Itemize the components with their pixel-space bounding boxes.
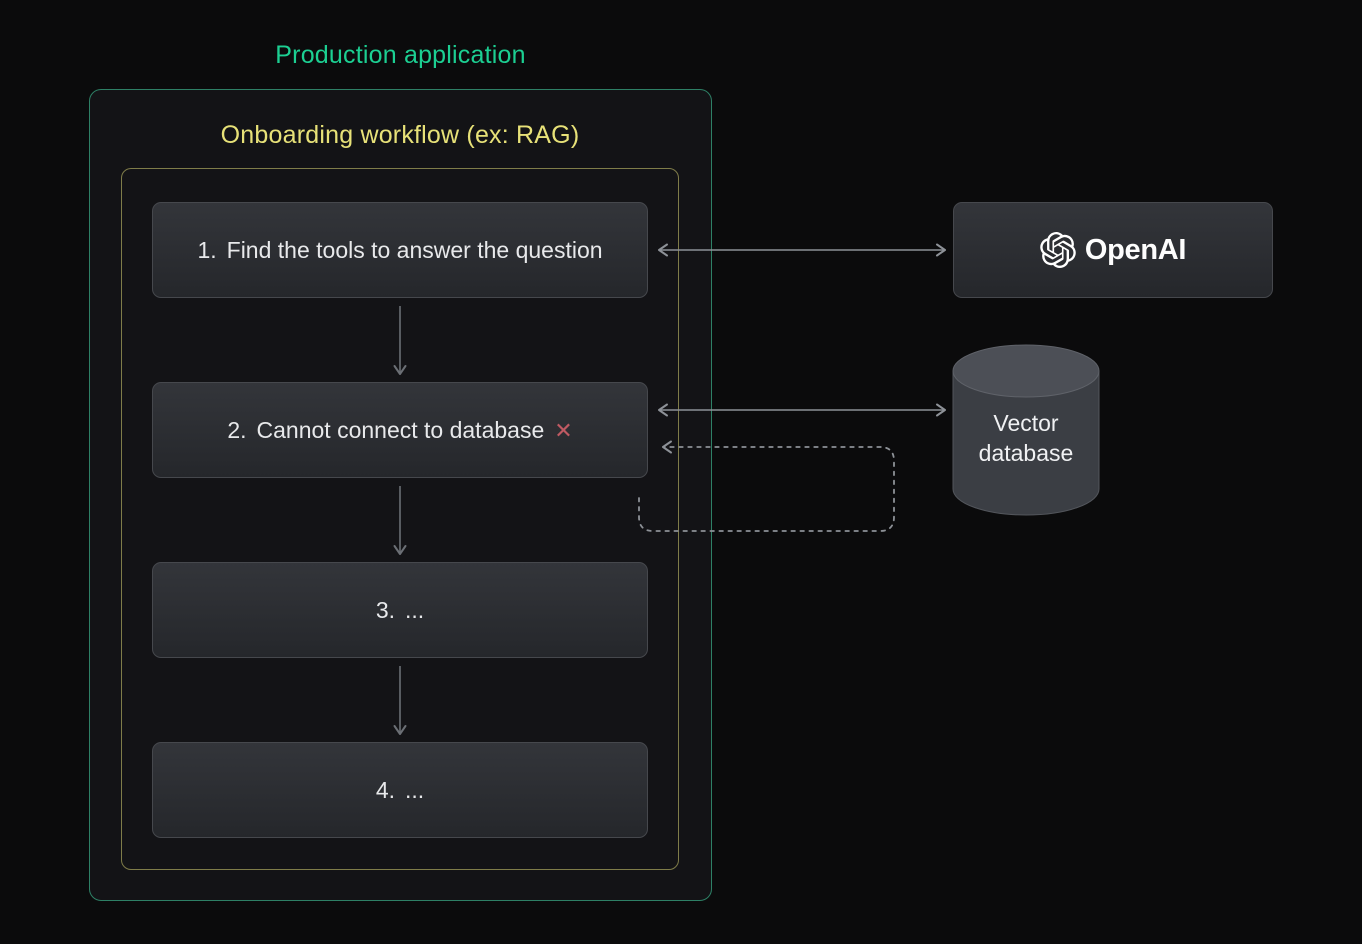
step-4-text: ...	[405, 776, 425, 803]
step-2-number: 2.	[227, 416, 247, 443]
step-3-number: 3.	[375, 596, 395, 623]
step-1-text: Find the tools to answer the question	[226, 236, 603, 263]
step-2-text: Cannot connect to database	[256, 416, 545, 443]
step-3-box: 3. ...	[152, 562, 648, 658]
step-4-number: 4.	[375, 776, 395, 803]
vector-database-label: Vector database	[978, 410, 1074, 466]
openai-label: OpenAI	[1084, 233, 1187, 266]
step-1-box: 1. Find the tools to answer the question	[152, 202, 648, 298]
step-2-error-icon: ✕	[554, 418, 573, 443]
openai-box: OpenAI	[953, 202, 1273, 298]
production-application-label: Production application	[275, 41, 526, 69]
openai-logo-icon	[1040, 232, 1076, 268]
step-1-number: 1.	[197, 236, 217, 263]
step-4-box: 4. ...	[152, 742, 648, 838]
step-3-text: ...	[405, 596, 425, 623]
onboarding-workflow-label: Onboarding workflow (ex: RAG)	[220, 121, 580, 149]
step-2-box: 2. Cannot connect to database ✕	[152, 382, 648, 478]
